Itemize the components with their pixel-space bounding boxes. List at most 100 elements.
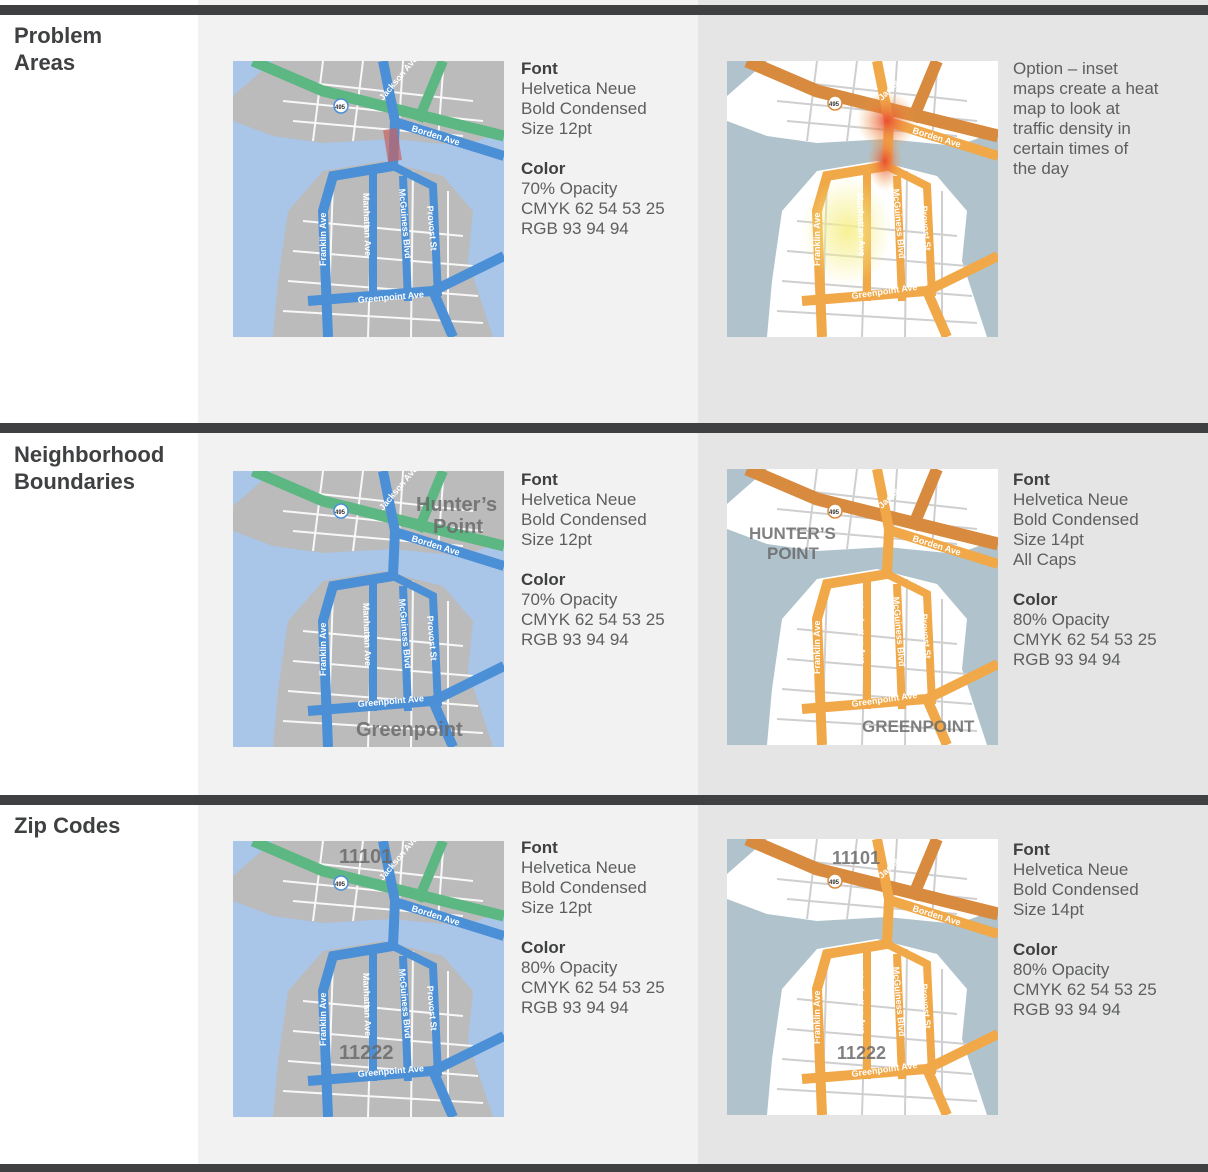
spec-line: RGB 93 94 94 xyxy=(521,998,629,1017)
spec-line: Size 14pt xyxy=(1013,900,1084,919)
road-label-franklin: Franklin Ave xyxy=(812,213,822,266)
spec-line: Bold Condensed xyxy=(1013,510,1139,529)
spec-line: Bold Condensed xyxy=(521,99,647,118)
road-label-manhattan: Manhattan Ave xyxy=(361,973,373,1037)
spec-heading: Font xyxy=(521,59,558,78)
spec-line: Size 14pt xyxy=(1013,530,1084,549)
map-neighborhood-blue: 495 Jackson Ave Borden Ave Franklin Ave … xyxy=(233,471,504,747)
road-label-franklin: Franklin Ave xyxy=(318,993,328,1046)
road-label-manhattan: Manhattan Ave xyxy=(361,193,373,257)
neighborhood-label-point: Point xyxy=(433,516,483,538)
note-line: map to look at xyxy=(1013,99,1120,118)
spec-heading: Font xyxy=(521,470,558,489)
note-line: traffic density in xyxy=(1013,119,1131,138)
spec-line: RGB 93 94 94 xyxy=(521,630,629,649)
spec-neighborhood-right: Font Helvetica Neue Bold Condensed Size … xyxy=(1013,470,1157,670)
spec-line: Helvetica Neue xyxy=(1013,490,1129,509)
section-divider xyxy=(0,795,1208,805)
map-problem-blue: 495 Jackson Ave Borden Ave Franklin Ave … xyxy=(233,61,504,337)
spec-heading: Color xyxy=(1013,590,1058,609)
spec-line: Helvetica Neue xyxy=(1013,860,1129,879)
left-column-bg xyxy=(0,0,198,1172)
zip-label-south: 11222 xyxy=(837,1043,886,1063)
map-zip-orange: 495 Jackson Ave Borden Ave Franklin Ave … xyxy=(727,839,998,1115)
section-title-zip-codes: Zip Codes xyxy=(14,812,120,839)
title-line: Areas xyxy=(14,50,76,75)
section-divider xyxy=(0,423,1208,433)
title-line: Boundaries xyxy=(14,469,136,494)
neighborhood-label-greenpoint: GREENPOINT xyxy=(862,717,975,736)
spec-problem-left: Font Helvetica Neue Bold Condensed Size … xyxy=(521,59,665,239)
spec-line: 80% Opacity xyxy=(521,958,618,977)
highway-shield-label: 495 xyxy=(335,510,346,516)
spec-neighborhood-left: Font Helvetica Neue Bold Condensed Size … xyxy=(521,470,665,650)
spec-line: CMYK 62 54 53 25 xyxy=(1013,980,1157,999)
section-title-neighborhood-boundaries: Neighborhood Boundaries xyxy=(14,441,164,495)
spec-line: RGB 93 94 94 xyxy=(1013,1000,1121,1019)
road-label-manhattan: Manhattan Ave xyxy=(361,603,373,667)
road-label-manhattan: Manhattan Ave xyxy=(855,601,867,665)
section-divider xyxy=(0,1164,1208,1172)
spec-line: CMYK 62 54 53 25 xyxy=(521,978,665,997)
map-zip-blue: 495 Jackson Ave Borden Ave Franklin Ave … xyxy=(233,841,504,1117)
road-label-provost: Provost St xyxy=(425,205,439,251)
neighborhood-label-point: POINT xyxy=(767,544,820,563)
note-heat-map: Option – inset maps create a heat map to… xyxy=(1013,59,1159,179)
map-neighborhood-orange: 495 Jackson Ave Borden Ave Franklin Ave … xyxy=(727,469,998,745)
spec-line: Bold Condensed xyxy=(521,878,647,897)
spec-line: All Caps xyxy=(1013,550,1077,569)
spec-line: 70% Opacity xyxy=(521,590,618,609)
spec-zip-right: Font Helvetica Neue Bold Condensed Size … xyxy=(1013,840,1157,1020)
title-line: Neighborhood xyxy=(14,442,165,467)
road-label-franklin: Franklin Ave xyxy=(812,991,822,1044)
spec-line: Helvetica Neue xyxy=(521,490,637,509)
note-line: the day xyxy=(1013,159,1069,178)
title-line: Zip Codes xyxy=(14,813,121,838)
road-label-franklin: Franklin Ave xyxy=(812,621,822,674)
spec-heading: Font xyxy=(1013,470,1050,489)
note-line: certain times of xyxy=(1013,139,1129,158)
spec-line: 70% Opacity xyxy=(521,179,618,198)
zip-label-north: 11101 xyxy=(339,846,392,868)
road-label-franklin: Franklin Ave xyxy=(318,213,328,266)
section-title-problem-areas: Problem Areas xyxy=(14,22,102,76)
note-line: Option – inset xyxy=(1013,59,1118,78)
highway-shield-label: 495 xyxy=(829,102,840,108)
spec-heading: Font xyxy=(521,838,558,857)
road-label-provost: Provost St xyxy=(425,985,439,1031)
spec-heading: Font xyxy=(1013,840,1050,859)
highway-shield-label: 495 xyxy=(829,510,840,516)
spec-line: CMYK 62 54 53 25 xyxy=(521,610,665,629)
note-line: maps create a heat xyxy=(1013,79,1159,98)
spec-heading: Color xyxy=(521,570,566,589)
spec-line: RGB 93 94 94 xyxy=(1013,650,1121,669)
zip-label-north: 11101 xyxy=(832,848,880,868)
spec-line: Bold Condensed xyxy=(521,510,647,529)
spec-line: Bold Condensed xyxy=(1013,880,1139,899)
road-label-franklin: Franklin Ave xyxy=(318,623,328,676)
zip-label-south: 11222 xyxy=(339,1042,394,1064)
highway-shield-label: 495 xyxy=(335,105,346,111)
spec-line: CMYK 62 54 53 25 xyxy=(521,199,665,218)
spec-line: 80% Opacity xyxy=(1013,610,1110,629)
road-label-provost: Provost St xyxy=(919,613,933,659)
road-label-manhattan: Manhattan Ave xyxy=(855,971,867,1035)
spec-zip-left: Font Helvetica Neue Bold Condensed Size … xyxy=(521,838,665,1018)
spec-line: Helvetica Neue xyxy=(521,79,637,98)
spec-line: Size 12pt xyxy=(521,898,592,917)
highway-shield-label: 495 xyxy=(335,882,346,888)
road-label-provost: Provost St xyxy=(919,205,933,251)
neighborhood-label-hunters: Hunter’s xyxy=(416,494,497,516)
title-line: Problem xyxy=(14,23,103,48)
spec-heading: Color xyxy=(521,938,566,957)
neighborhood-label-hunters: HUNTER’S xyxy=(749,524,836,543)
section-divider xyxy=(0,5,1208,15)
spec-line: Size 12pt xyxy=(521,530,592,549)
spec-line: 80% Opacity xyxy=(1013,960,1110,979)
spec-line: RGB 93 94 94 xyxy=(521,219,629,238)
neighborhood-label-greenpoint: Greenpoint xyxy=(356,719,463,741)
spec-heading: Color xyxy=(521,159,566,178)
road-label-provost: Provost St xyxy=(919,983,933,1029)
spec-line: CMYK 62 54 53 25 xyxy=(1013,630,1157,649)
spec-line: Size 12pt xyxy=(521,119,592,138)
